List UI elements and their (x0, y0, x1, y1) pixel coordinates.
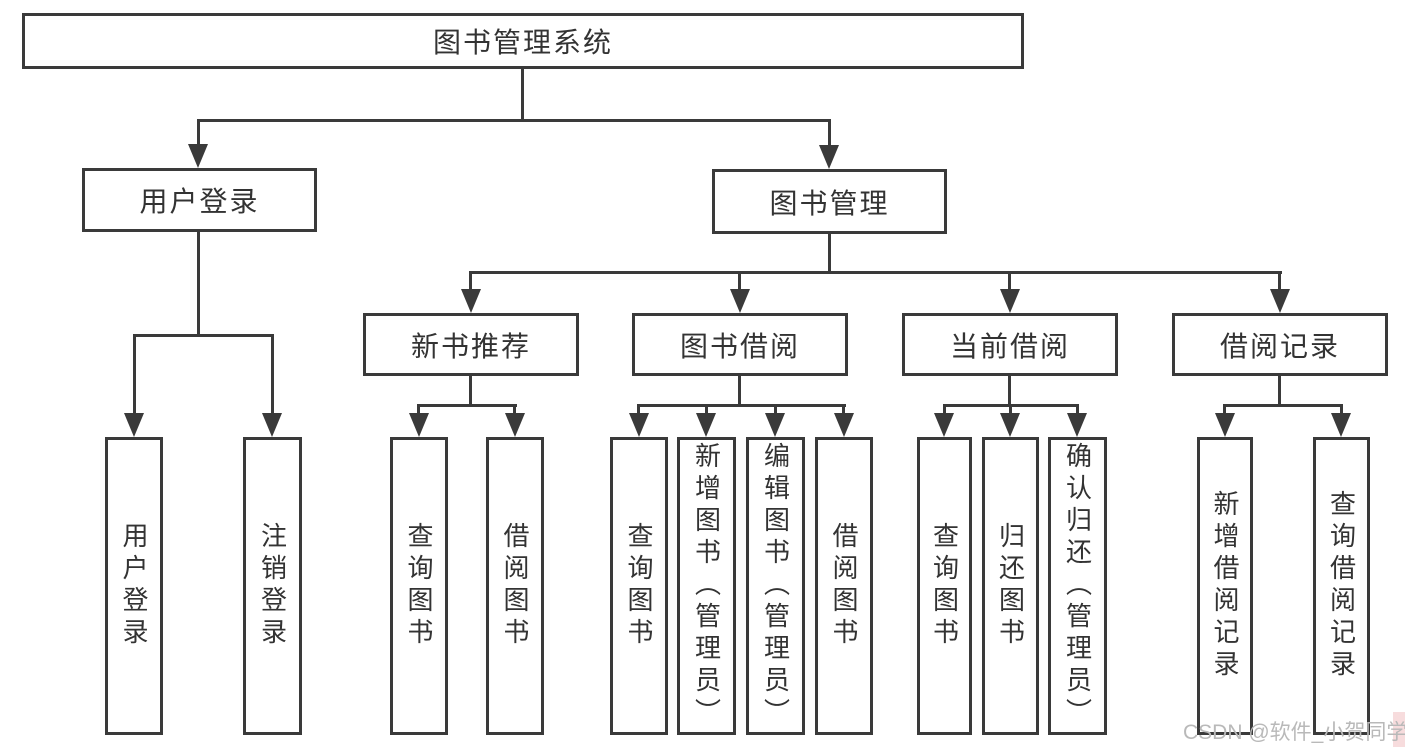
arrowhead-down-icon (1000, 289, 1020, 313)
leaf-return-books: 归还图书 (982, 437, 1039, 735)
connector-line (1278, 271, 1281, 291)
leaf-user-login: 用户登录 (105, 437, 163, 735)
connector-line (133, 334, 136, 415)
connector-line (521, 69, 524, 121)
connector-line (637, 404, 846, 407)
connector-line (1278, 376, 1281, 406)
connector-line (738, 271, 741, 291)
connector-line (705, 404, 708, 415)
arrowhead-down-icon (505, 413, 525, 437)
node-new-book-recommendation: 新书推荐 (363, 313, 579, 376)
connector-line (774, 404, 777, 415)
node-current-borrowing: 当前借阅 (902, 313, 1118, 376)
arrowhead-down-icon (1067, 413, 1087, 437)
leaf-borrow-books: 借阅图书 (486, 437, 544, 735)
connector-line (469, 271, 1282, 274)
node-library-management-system: 图书管理系统 (22, 13, 1024, 69)
leaf-add-borrow-record: 新增借阅记录 (1197, 437, 1253, 735)
leaf-confirm-return-admin: 确认归还（管理员） (1048, 437, 1107, 735)
connector-line (417, 404, 420, 415)
arrowhead-down-icon (461, 289, 481, 313)
leaf-query-books: 查询图书 (610, 437, 668, 735)
connector-line (943, 404, 946, 415)
connector-line (1223, 404, 1343, 407)
corner-strip (1393, 712, 1405, 747)
arrowhead-down-icon (1215, 413, 1235, 437)
connector-line (828, 119, 831, 147)
arrowhead-down-icon (765, 413, 785, 437)
connector-line (1008, 271, 1011, 291)
connector-line (828, 234, 831, 273)
arrowhead-down-icon (188, 144, 208, 168)
connector-line (1223, 404, 1226, 415)
connector-line (197, 119, 831, 122)
leaf-logout: 注销登录 (243, 437, 302, 735)
arrowhead-down-icon (696, 413, 716, 437)
connector-line (513, 404, 516, 415)
connector-line (417, 404, 517, 407)
arrowhead-down-icon (1000, 413, 1020, 437)
leaf-query-borrow-record: 查询借阅记录 (1313, 437, 1370, 735)
arrowhead-down-icon (934, 413, 954, 437)
connector-line (469, 376, 472, 406)
arrowhead-down-icon (1270, 289, 1290, 313)
arrowhead-down-icon (124, 413, 144, 437)
connector-line (1009, 404, 1012, 415)
arrowhead-down-icon (409, 413, 429, 437)
leaf-edit-books-admin: 编辑图书（管理员） (746, 437, 805, 735)
arrowhead-down-icon (819, 145, 839, 169)
connector-line (469, 271, 472, 291)
connector-line (738, 376, 741, 406)
connector-line (1076, 404, 1079, 415)
arrowhead-down-icon (1331, 413, 1351, 437)
connector-line (197, 232, 200, 336)
leaf-add-books-admin: 新增图书（管理员） (677, 437, 736, 735)
csdn-watermark: CSDN @软件_小贺同学 (1183, 721, 1405, 744)
node-book-management: 图书管理 (712, 169, 947, 234)
leaf-query-books: 查询图书 (917, 437, 972, 735)
arrowhead-down-icon (629, 413, 649, 437)
node-borrowing-records: 借阅记录 (1172, 313, 1388, 376)
connector-line (1008, 376, 1011, 406)
connector-line (271, 334, 274, 415)
arrowhead-down-icon (730, 289, 750, 313)
connector-line (133, 334, 274, 337)
arrowhead-down-icon (262, 413, 282, 437)
node-book-borrowing: 图书借阅 (632, 313, 848, 376)
leaf-query-books: 查询图书 (390, 437, 448, 735)
node-user-login: 用户登录 (82, 168, 317, 232)
connector-line (197, 119, 200, 146)
connector-line (1340, 404, 1343, 415)
leaf-borrow-books: 借阅图书 (815, 437, 873, 735)
connector-line (842, 404, 845, 415)
arrowhead-down-icon (834, 413, 854, 437)
connector-line (637, 404, 640, 415)
